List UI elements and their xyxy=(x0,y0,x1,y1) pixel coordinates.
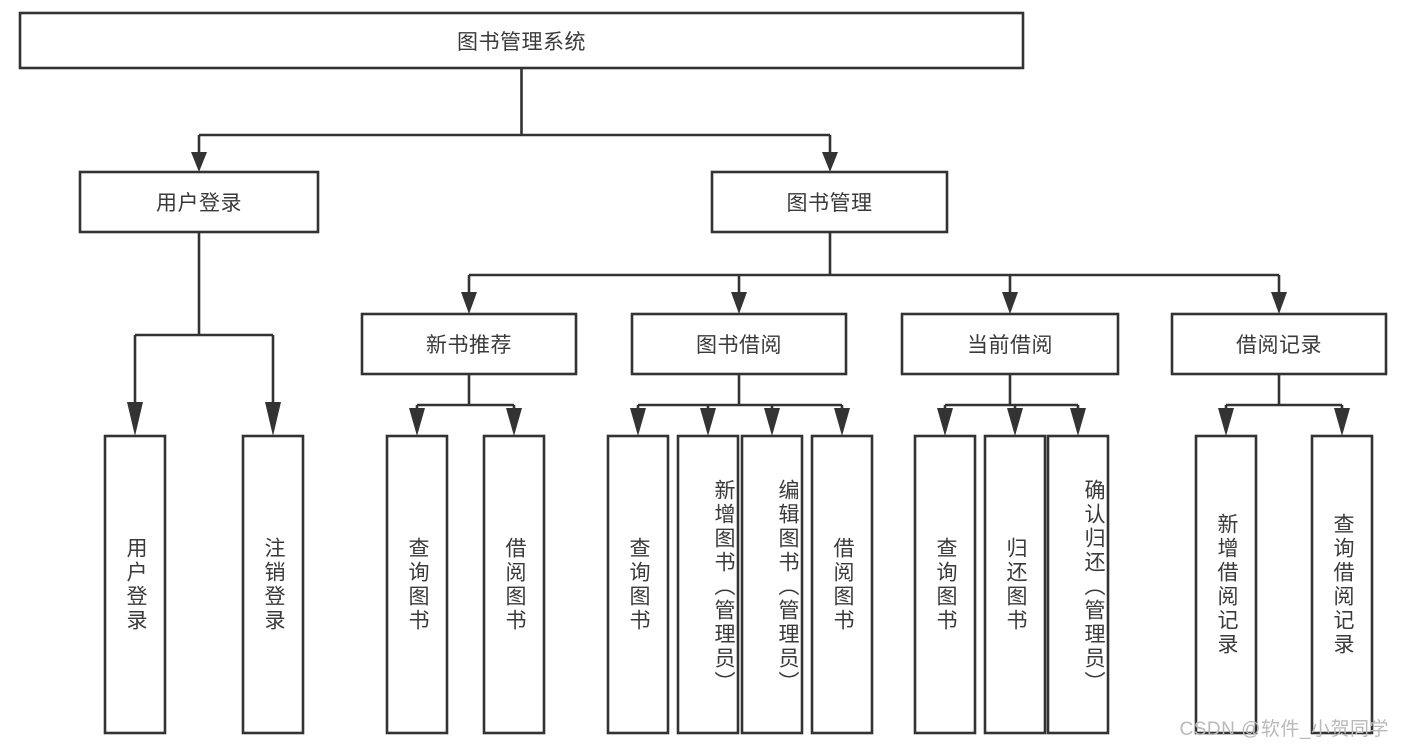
arrow-head-leaf-br-1 xyxy=(1218,408,1234,436)
node-box-leaf-br-0[interactable] xyxy=(1194,434,1258,735)
arrow-head-leaf-user-login-2 xyxy=(265,402,281,436)
arrow-head-borrow-record xyxy=(1271,292,1287,314)
arrow-head-leaf-nbr-1 xyxy=(409,408,425,436)
node-box-leaf-user-login-1[interactable] xyxy=(241,434,305,735)
node-box-new-book-recommend[interactable] xyxy=(360,312,578,376)
node-box-root[interactable] xyxy=(18,11,1025,70)
arrow-head-leaf-bb-4 xyxy=(834,408,850,436)
arrow-head-leaf-user-login-1 xyxy=(127,402,143,436)
connector-group-borrow-record xyxy=(1218,374,1350,436)
node-box-leaf-cb-0[interactable] xyxy=(913,434,977,735)
arrow-head-leaf-bb-3 xyxy=(764,408,780,436)
arrow-head-leaf-bb-2 xyxy=(700,408,716,436)
arrow-head-leaf-cb-3 xyxy=(1070,408,1086,436)
connector-group-current-borrow xyxy=(937,374,1086,436)
connector-group-book-manage xyxy=(461,232,1287,314)
node-box-current-borrow[interactable] xyxy=(900,312,1120,376)
node-box-leaf-nbr-0[interactable] xyxy=(385,434,449,735)
arrow-head-new-book-recommend xyxy=(461,292,477,314)
arrow-head-book-manage xyxy=(822,152,838,172)
connector-group-root xyxy=(191,68,838,172)
arrow-head-leaf-nbr-2 xyxy=(506,408,522,436)
arrow-head-leaf-br-2 xyxy=(1334,408,1350,436)
connector-group-book-borrow xyxy=(630,374,850,436)
node-box-leaf-cb-1[interactable] xyxy=(983,434,1047,735)
node-box-leaf-bb-2[interactable] xyxy=(740,434,804,735)
arrow-head-book-borrow xyxy=(731,292,747,314)
node-box-leaf-br-1[interactable] xyxy=(1310,434,1374,735)
node-box-leaf-nbr-1[interactable] xyxy=(482,434,546,735)
node-box-book-borrow[interactable] xyxy=(630,312,848,376)
node-box-leaf-user-login-0[interactable] xyxy=(103,434,167,735)
arrow-head-leaf-bb-1 xyxy=(630,408,646,436)
arrow-head-leaf-cb-2 xyxy=(1007,408,1023,436)
node-box-borrow-record[interactable] xyxy=(1170,312,1388,376)
node-box-leaf-bb-0[interactable] xyxy=(606,434,670,735)
arrow-head-leaf-cb-1 xyxy=(937,408,953,436)
arrow-head-user-login xyxy=(191,152,207,172)
connector-group-new-book-recommend xyxy=(409,374,522,436)
node-box-leaf-cb-2[interactable] xyxy=(1046,434,1110,735)
node-box-leaf-bb-1[interactable] xyxy=(676,434,740,735)
node-box-book-manage[interactable] xyxy=(710,170,949,234)
node-box-leaf-bb-3[interactable] xyxy=(810,434,874,735)
node-box-user-login[interactable] xyxy=(78,170,320,234)
arrow-head-current-borrow xyxy=(1002,292,1018,314)
connector-group-user-login xyxy=(127,232,281,436)
